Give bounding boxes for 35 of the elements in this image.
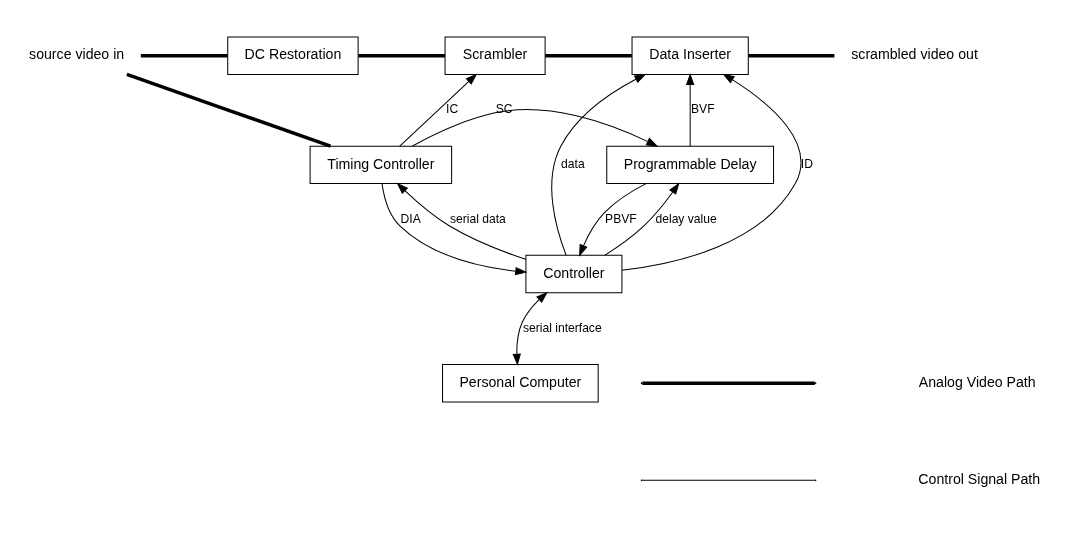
node-text: source video in [29, 46, 125, 63]
node-box: Scrambler [444, 36, 546, 75]
edge-label: PBVF [605, 211, 637, 226]
connector [545, 53, 632, 58]
edge-label: serial data [449, 211, 506, 226]
arrow [621, 73, 802, 271]
arrow [579, 183, 647, 257]
arrow [685, 72, 695, 147]
node-box: Programmable Delay [606, 145, 775, 185]
connector [140, 53, 228, 58]
node-box: Data Inserter [631, 36, 749, 75]
arrow [512, 291, 548, 366]
arrow [399, 73, 478, 147]
legend-label: Control Signal Path [918, 471, 1041, 487]
node-box: DC Restoration [227, 36, 359, 75]
edge-label: IC [446, 102, 459, 117]
edge-label: data [561, 157, 585, 172]
node-box: Personal Computer [442, 364, 599, 403]
arrow [381, 183, 528, 276]
arrow [412, 109, 659, 147]
edge-label: ID [800, 157, 813, 172]
connector [748, 53, 835, 58]
edge-label: DIA [400, 211, 421, 226]
node-box: Controller [525, 254, 623, 294]
arrow [604, 182, 680, 256]
edge-label: BVF [691, 102, 715, 117]
node-box: Timing Controller [309, 145, 453, 185]
arrow [551, 73, 647, 256]
legend-label: Analog Video Path [918, 373, 1036, 390]
arrow [396, 182, 527, 260]
node-text: scrambled video out [851, 46, 978, 63]
edge-label: serial interface [522, 320, 602, 335]
connector [126, 72, 332, 148]
edge-label: delay value [655, 211, 717, 226]
connector [358, 53, 445, 58]
